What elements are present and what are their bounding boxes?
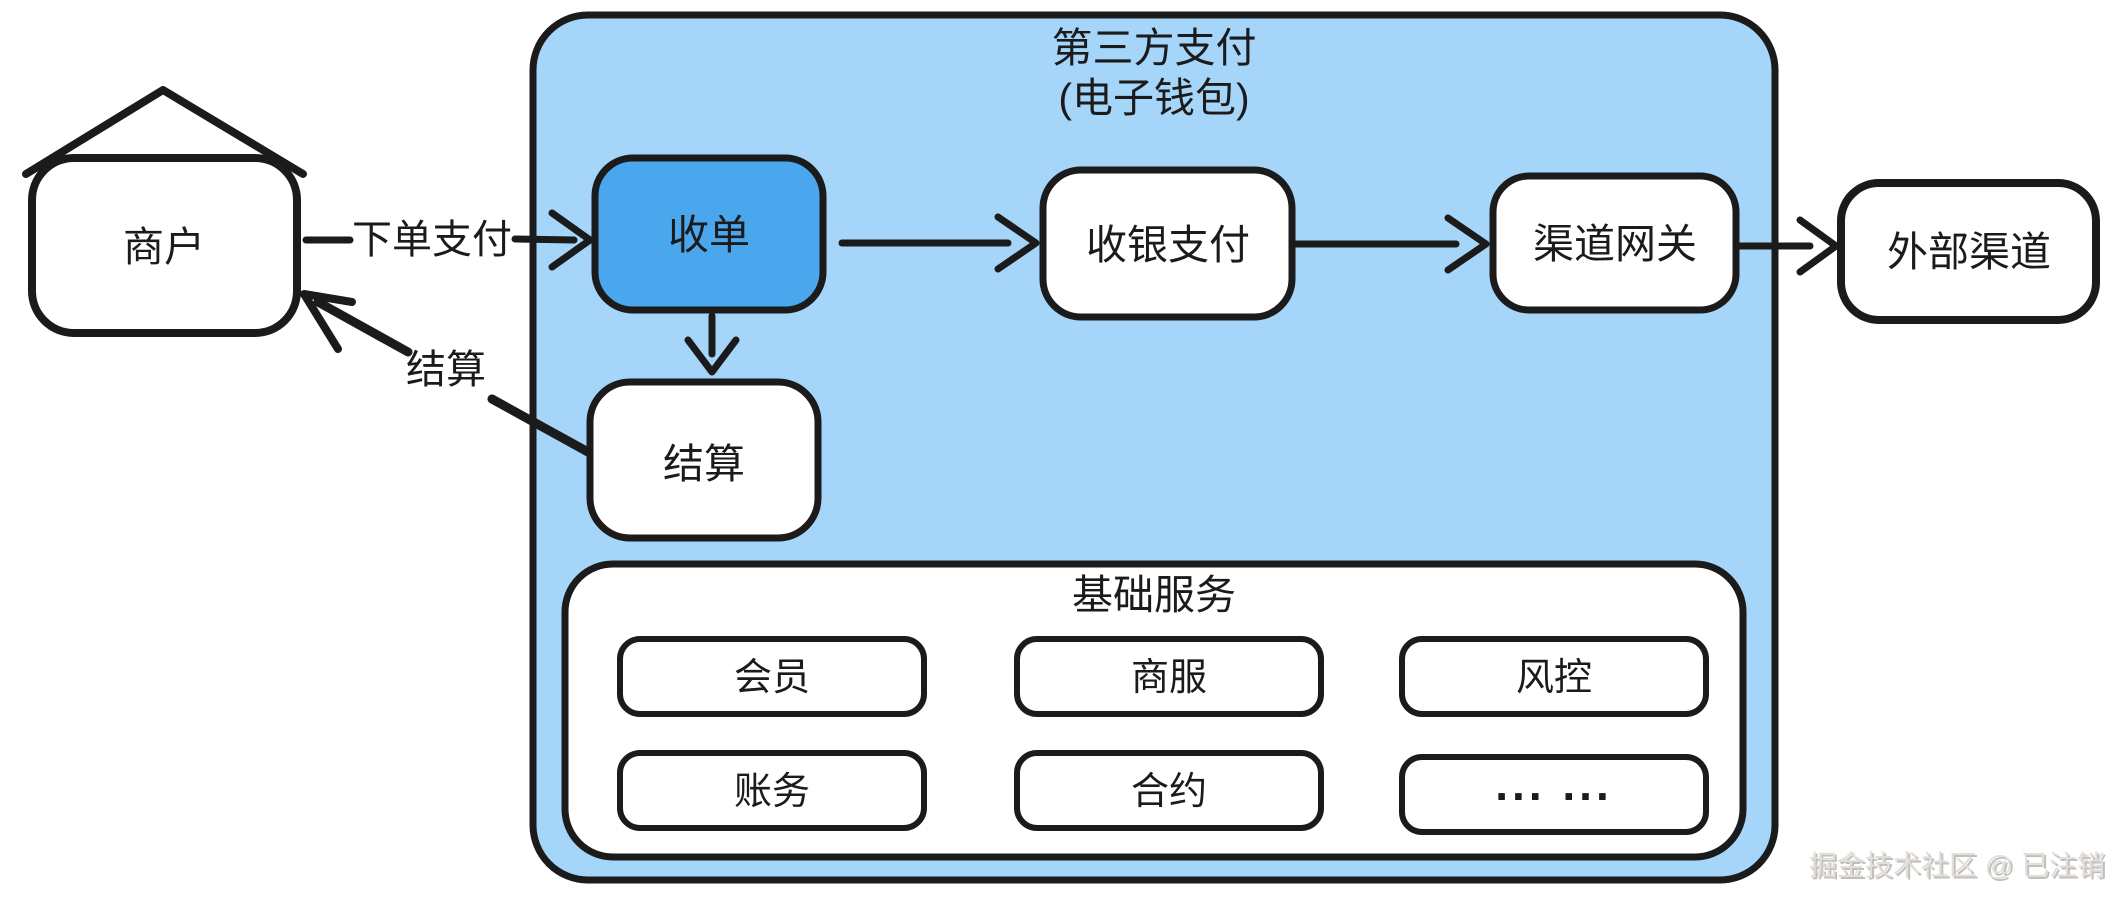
watermark-shadow-text: 掘金技术社区 @ 已注销: [1811, 852, 2107, 883]
channel-gateway-node: 渠道网关: [1489, 172, 1740, 314]
acquiring-label: 收单: [668, 212, 750, 258]
acquiring-box: [591, 154, 827, 314]
watermark-text: 掘金技术社区 @ 已注销: [1809, 850, 2105, 881]
settlement-arrow-shaft-lower: [487, 394, 593, 457]
order-payment-arrow: 下单支付: [302, 209, 594, 271]
container-title-line2: (电子钱包): [1058, 75, 1249, 121]
service-box-contract: [1014, 750, 1324, 831]
acquiring-to-cashier-arrowhead: [994, 213, 1040, 273]
settlement-to-merchant-arrow: 结算: [300, 290, 593, 457]
external-channel-label: 外部渠道: [1887, 229, 2051, 275]
acquiring-to-cashier-arrow: [838, 213, 1040, 273]
service-box-member: [617, 636, 927, 717]
settlement-arrowhead: [300, 290, 356, 353]
cashier-payment-node: 收银支付: [1039, 166, 1296, 321]
service-box-more: [1399, 754, 1709, 835]
cashier-to-gateway-arrowhead: [1444, 214, 1490, 274]
acquiring-node: 收单: [591, 154, 827, 314]
channel-gateway-label: 渠道网关: [1533, 221, 1697, 267]
container-title-line1: 第三方支付: [1052, 25, 1257, 71]
settlement-node: 结算: [586, 378, 822, 542]
watermark: 掘金技术社区 @ 已注销 掘金技术社区 @ 已注销: [1809, 850, 2107, 883]
settlement-edge-label: 结算: [406, 348, 486, 392]
house-roof-shape: [22, 86, 307, 178]
order-payment-arrow-shaft: [511, 235, 578, 244]
service-label-contract: 合约: [1131, 771, 1207, 813]
service-box-risk-control: [1399, 636, 1709, 717]
order-payment-arrowhead: [548, 209, 594, 271]
merchant-label: 商户: [123, 224, 205, 270]
gateway-to-external-arrow: [1734, 216, 1840, 276]
settlement-label: 结算: [663, 441, 745, 487]
acquiring-to-settlement-arrow: [684, 312, 740, 376]
service-label-member: 会员: [734, 657, 810, 699]
service-box-accounting: [617, 750, 927, 831]
service-label-accounting: 账务: [734, 771, 810, 813]
base-services-container: 基础服务 会员 商服 风控 账务 合约 ... ...: [561, 560, 1747, 861]
service-box-merchant-service: [1014, 636, 1324, 717]
order-payment-label: 下单支付: [352, 218, 512, 262]
gateway-to-external-arrowhead: [1796, 216, 1840, 276]
merchant-box: [28, 154, 301, 337]
service-label-more: ... ...: [1495, 758, 1612, 810]
settlement-arrow-shaft-upper: [313, 297, 413, 357]
merchant-node: 商户: [22, 86, 307, 337]
base-services-title: 基础服务: [1072, 572, 1236, 618]
cashier-payment-label: 收银支付: [1086, 222, 1250, 268]
settlement-box: [586, 378, 822, 542]
cashier-to-gateway-arrow: [1290, 214, 1490, 274]
external-channel-node: 外部渠道: [1837, 179, 2100, 324]
service-label-risk-control: 风控: [1516, 657, 1592, 699]
acquiring-to-settlement-arrowhead: [684, 336, 740, 376]
external-channel-box: [1837, 179, 2100, 324]
channel-gateway-box: [1489, 172, 1740, 314]
service-label-merchant-service: 商服: [1131, 657, 1207, 699]
